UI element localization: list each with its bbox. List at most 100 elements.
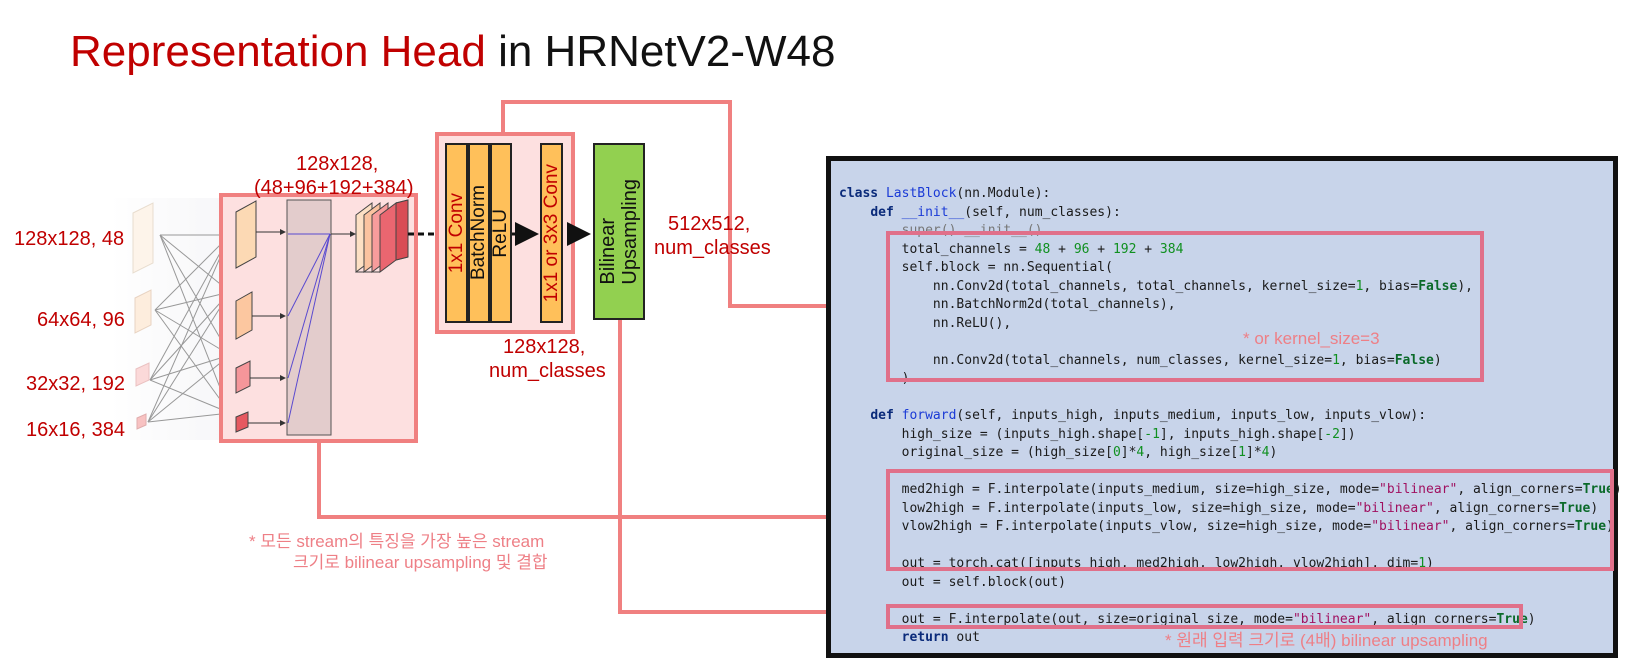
code-token: , align_corners= (1449, 519, 1575, 534)
code-token: + (1136, 241, 1160, 257)
concat-note-line1: * 모든 stream의 특징을 가장 높은 stream (249, 532, 545, 551)
kernel-size-note: * or kernel_size=3 (1243, 329, 1380, 348)
input-label-medium: 64x64, 96 (37, 309, 125, 331)
code-token: nn.ReLU(), (839, 315, 1012, 331)
init-block-highlight (886, 231, 1484, 382)
hrnet-fusion-stage (110, 198, 231, 440)
code-token: 0 (1112, 445, 1121, 460)
code-token: "bilinear" (1292, 611, 1372, 627)
code-panel: class LastBlock(nn.Module): def __init__… (826, 156, 1622, 658)
input-label-low: 32x32, 192 (26, 373, 125, 395)
code-token: ) (1590, 500, 1599, 516)
conv1x1-label: 1x1 Conv (445, 192, 467, 274)
title-rest: in HRNetV2-W48 (485, 27, 836, 76)
code-token: ]* (1246, 445, 1262, 460)
code-line: low2high = F.interpolate(inputs_low, siz… (839, 500, 1622, 519)
conv-out-block: 1x1 or 3x3 Conv (540, 143, 563, 323)
code-token: LastBlock (885, 186, 957, 201)
code-token: return (901, 630, 949, 645)
code-token: ) (1606, 519, 1614, 534)
relu-label: ReLU (490, 208, 511, 258)
concat-note-line2: 크기로 bilinear upsampling 및 결합 (293, 553, 548, 572)
concat-size-label: 128x128, (296, 153, 379, 175)
code-token: out = torch.cat([inputs_high, med2high, … (839, 556, 1419, 571)
code-token: (self, inputs_high, inputs_medium, input… (956, 408, 1427, 423)
concat-channels-label: (48+96+192+384) (254, 177, 414, 199)
code-token: total_channels = (839, 241, 1035, 257)
code-token: 1 (1355, 278, 1364, 294)
code-token: ]) (1339, 426, 1356, 442)
code-token: -1 (1144, 426, 1160, 442)
code-line: nn.Conv2d(total_channels, num_classes, k… (839, 352, 1622, 371)
code-token: high_size = (inputs_high.shape[ (839, 426, 1145, 442)
code-token: ) (1426, 556, 1434, 571)
final-output-channels: num_classes (654, 237, 771, 259)
code-token (839, 205, 870, 220)
conv-out-label: 1x1 or 3x3 Conv (540, 163, 562, 303)
conv1x1-block: 1x1 Conv (445, 143, 468, 323)
code-token: True (1559, 500, 1591, 516)
code-token: out = self.block(out) (839, 574, 1066, 590)
code-line: total_channels = 48 + 96 + 192 + 384 (839, 241, 1622, 260)
code-line: vlow2high = F.interpolate(inputs_vlow, s… (839, 518, 1622, 537)
code-token: , align_corners= (1457, 482, 1583, 497)
upsample-note: * 원래 입력 크기로 (4배) bilinear upsampling (1165, 631, 1488, 650)
final-output-size: 512x512, (668, 213, 751, 235)
code-token: 192 (1112, 241, 1137, 257)
code-token: (self, num_classes): (964, 204, 1121, 220)
code-token: 1 (1418, 556, 1427, 571)
code-token: , high_size[ (1144, 445, 1239, 460)
code-token: nn.BatchNorm2d(total_channels), (839, 297, 1176, 312)
code-token: False (1394, 352, 1434, 368)
code-block: class LastBlock(nn.Module): def __init__… (839, 185, 1622, 648)
interpolate-concat-highlight (886, 469, 1614, 571)
code-token: + (1089, 241, 1113, 257)
code-line: nn.BatchNorm2d(total_channels), (839, 296, 1622, 315)
code-token: -2 (1324, 426, 1340, 442)
head-output-size: 128x128, (503, 336, 586, 358)
code-line: med2high = F.interpolate(inputs_medium, … (839, 481, 1622, 500)
code-token: ), (1457, 278, 1473, 294)
code-line: class LastBlock(nn.Module): (839, 185, 1622, 204)
slide-title: Representation Head in HRNetV2-W48 (70, 24, 836, 80)
code-token: ) (1613, 482, 1622, 497)
code-line: return out (839, 629, 1622, 648)
code-token: "bilinear" (1379, 482, 1458, 497)
upsampling-label-line2: Upsampling (619, 178, 641, 285)
batchnorm-label: BatchNorm (468, 185, 489, 281)
code-token (839, 408, 870, 423)
code-token: 384 (1159, 241, 1184, 257)
code-line: def forward(self, inputs_high, inputs_me… (839, 407, 1622, 426)
code-token: ], inputs_high.shape[ (1159, 426, 1325, 442)
input-label-high: 128x128, 48 (14, 228, 125, 250)
upsampling-label-line1: Bilinear (597, 217, 619, 285)
code-line: out = F.interpolate(out, size=original_s… (839, 611, 1622, 630)
code-token: , align_corners= (1371, 611, 1497, 627)
code-token: True (1582, 482, 1614, 497)
code-token: original_size = (high_size[ (839, 445, 1113, 460)
code-token: out (948, 630, 980, 645)
code-line: out = torch.cat([inputs_high, med2high, … (839, 555, 1622, 574)
code-token: out = F.interpolate(out, size=original_s… (839, 611, 1293, 627)
code-token: + (1050, 241, 1074, 257)
code-token: med2high = F.interpolate(inputs_medium, … (839, 482, 1380, 497)
batchnorm-block: BatchNorm (468, 143, 490, 323)
code-token: "bilinear" (1371, 519, 1450, 534)
code-token: ) (1527, 611, 1536, 627)
code-line: nn.ReLU(), (839, 315, 1622, 334)
code-token: 4 (1136, 445, 1145, 460)
head-output-channels: num_classes (489, 360, 606, 382)
code-token: , bias= (1363, 278, 1419, 294)
code-token: vlow2high = F.interpolate(inputs_vlow, s… (839, 519, 1372, 534)
code-token: ]* (1120, 445, 1137, 460)
upsample-concat-group (219, 193, 418, 443)
code-line: def __init__(self, num_classes): (839, 204, 1622, 223)
code-connectors (317, 100, 891, 632)
code-token: self.block = nn.Sequential( (839, 260, 1113, 275)
code-token: nn.Conv2d(total_channels, total_channels… (839, 278, 1356, 294)
code-token: low2high = F.interpolate(inputs_low, siz… (839, 500, 1356, 516)
code-token: "bilinear" (1355, 500, 1434, 516)
code-token: def (870, 408, 902, 423)
